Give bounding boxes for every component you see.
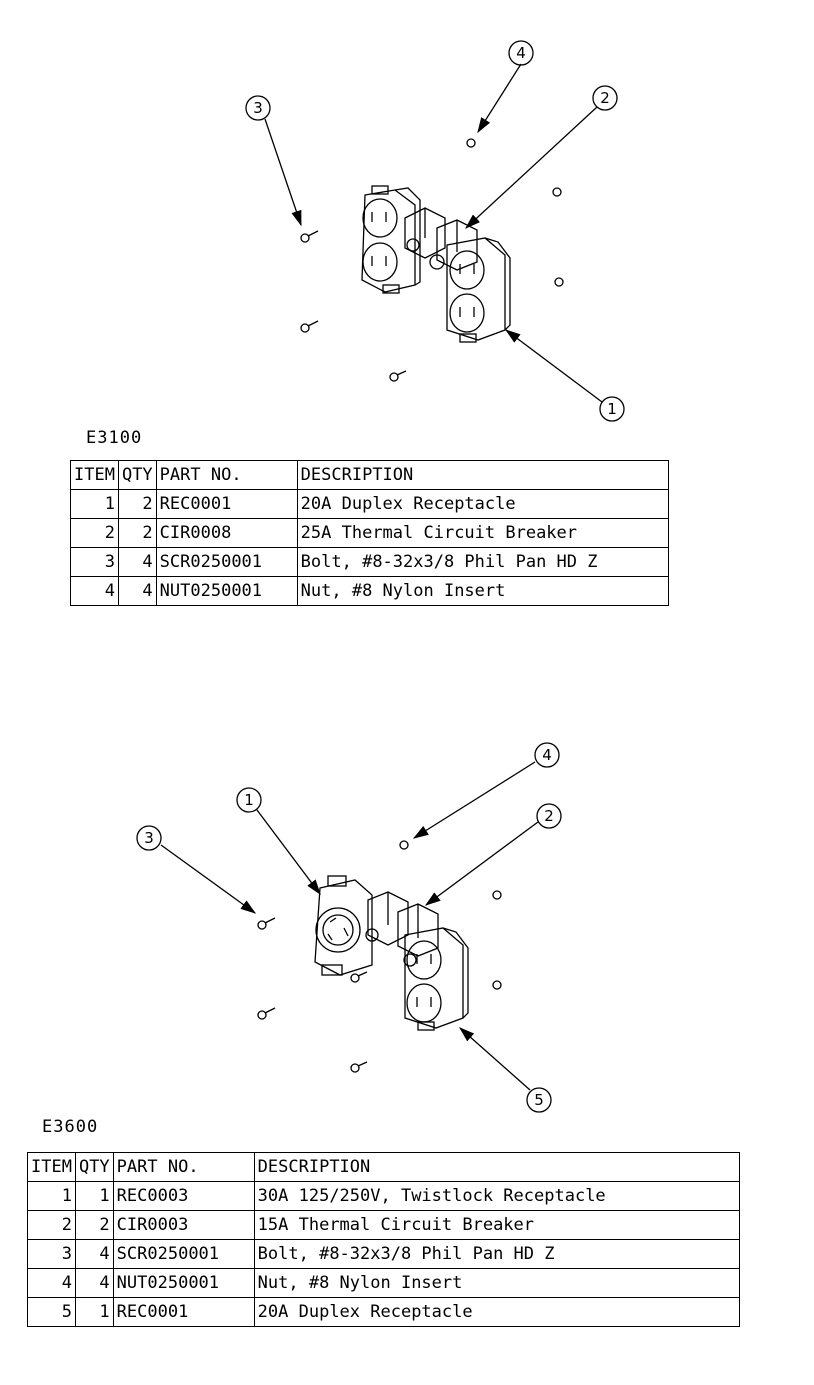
qty-cell: 2 [74, 1210, 114, 1240]
table-row: 4 4 NUT0250001 Nut, #8 Nylon Insert [70, 576, 669, 606]
column-header: DESCRIPTION [296, 460, 669, 490]
part-cell: NUT0250001 [112, 1268, 255, 1298]
column-header: PART NO. [155, 460, 298, 490]
qty-cell: 2 [117, 489, 157, 519]
e3600-nut [492, 890, 502, 900]
qty-cell: 4 [117, 547, 157, 577]
e3100-right-receptacle [446, 237, 511, 343]
e3600-duplex-receptacle [404, 927, 469, 1031]
e3600-nut [399, 840, 409, 850]
e3100-circuit-breaker-2 [429, 219, 478, 271]
e3600-parts-table: ITEM QTY PART NO. DESCRIPTION 1 1 REC000… [27, 1152, 740, 1327]
description-cell: Nut, #8 Nylon Insert [253, 1268, 740, 1298]
item-cell: 4 [27, 1268, 76, 1298]
part-cell: CIR0003 [112, 1210, 255, 1240]
description-cell: 20A Duplex Receptacle [253, 1297, 740, 1327]
e3600-twistlock-receptacle [314, 875, 373, 976]
e3600-callout-3: 3 [144, 829, 154, 847]
table-row: 5 1 REC0001 20A Duplex Receptacle [27, 1297, 740, 1327]
e3100-exploded-drawing: 4 2 3 1 [245, 40, 625, 422]
e3600-callout-1: 1 [244, 791, 254, 809]
table-row: 2 2 CIR0008 25A Thermal Circuit Breaker [70, 518, 669, 548]
description-cell: Bolt, #8-32x3/8 Phil Pan HD Z [296, 547, 669, 577]
e3100-left-receptacle [361, 185, 421, 294]
e3100-callout-2: 2 [600, 89, 610, 107]
e3100-callout-1: 1 [607, 400, 617, 418]
description-cell: 30A 125/250V, Twistlock Receptacle [253, 1181, 740, 1211]
table-row: 2 2 CIR0003 15A Thermal Circuit Breaker [27, 1210, 740, 1240]
e3600-bolt [257, 1007, 276, 1020]
qty-cell: 2 [117, 518, 157, 548]
item-cell: 2 [27, 1210, 76, 1240]
qty-cell: 4 [117, 576, 157, 606]
column-header: QTY [117, 460, 157, 490]
e3100-bolt [300, 320, 319, 333]
table-row: 4 4 NUT0250001 Nut, #8 Nylon Insert [27, 1268, 740, 1298]
column-header: ITEM [70, 460, 119, 490]
e3600-bolt [350, 1061, 368, 1073]
e3100-parts-table: ITEM QTY PART NO. DESCRIPTION 1 2 REC000… [70, 460, 669, 606]
e3100-nut [466, 138, 476, 148]
part-cell: SCR0250001 [155, 547, 298, 577]
table-header-row: ITEM QTY PART NO. DESCRIPTION [27, 1152, 740, 1182]
qty-cell: 4 [74, 1268, 114, 1298]
e3600-callout-2: 2 [544, 807, 554, 825]
part-cell: REC0001 [155, 489, 298, 519]
table-row: 3 4 SCR0250001 Bolt, #8-32x3/8 Phil Pan … [70, 547, 669, 577]
item-cell: 3 [27, 1239, 76, 1269]
part-cell: NUT0250001 [155, 576, 298, 606]
e3600-nut [492, 980, 502, 990]
description-cell: 20A Duplex Receptacle [296, 489, 669, 519]
description-cell: Bolt, #8-32x3/8 Phil Pan HD Z [253, 1239, 740, 1269]
description-cell: 25A Thermal Circuit Breaker [296, 518, 669, 548]
part-cell: REC0003 [112, 1181, 255, 1211]
qty-cell: 1 [74, 1297, 114, 1327]
column-header: DESCRIPTION [253, 1152, 740, 1182]
e3600-exploded-drawing: 4 2 1 3 5 [136, 742, 562, 1113]
table-row: 1 1 REC0003 30A 125/250V, Twistlock Rece… [27, 1181, 740, 1211]
item-cell: 4 [70, 576, 119, 606]
e3100-bolt [300, 230, 319, 243]
e3100-bolt [389, 370, 407, 382]
e3600-callout-4: 4 [542, 746, 552, 764]
description-cell: 15A Thermal Circuit Breaker [253, 1210, 740, 1240]
e3600-callout-5: 5 [534, 1091, 544, 1109]
e3100-model-label: E3100 [86, 428, 143, 448]
e3100-nut [552, 187, 562, 197]
e3600-model-label: E3600 [42, 1117, 99, 1137]
item-cell: 1 [70, 489, 119, 519]
description-cell: Nut, #8 Nylon Insert [296, 576, 669, 606]
e3100-circuit-breaker-1 [404, 207, 446, 259]
e3100-callout-4: 4 [516, 44, 526, 62]
item-cell: 3 [70, 547, 119, 577]
table-row: 1 2 REC0001 20A Duplex Receptacle [70, 489, 669, 519]
column-header: PART NO. [112, 1152, 255, 1182]
qty-cell: 1 [74, 1181, 114, 1211]
qty-cell: 4 [74, 1239, 114, 1269]
e3600-bolt [350, 971, 368, 983]
part-cell: SCR0250001 [112, 1239, 255, 1269]
table-row: 3 4 SCR0250001 Bolt, #8-32x3/8 Phil Pan … [27, 1239, 740, 1269]
e3600-bolt [257, 917, 276, 930]
column-header: QTY [74, 1152, 114, 1182]
column-header: ITEM [27, 1152, 76, 1182]
item-cell: 1 [27, 1181, 76, 1211]
table-header-row: ITEM QTY PART NO. DESCRIPTION [70, 460, 669, 490]
item-cell: 2 [70, 518, 119, 548]
part-cell: REC0001 [112, 1297, 255, 1327]
item-cell: 5 [27, 1297, 76, 1327]
e3100-nut [554, 277, 564, 287]
e3600-circuit-breaker-2 [397, 903, 439, 967]
e3100-callout-3: 3 [253, 99, 263, 117]
part-cell: CIR0008 [155, 518, 298, 548]
